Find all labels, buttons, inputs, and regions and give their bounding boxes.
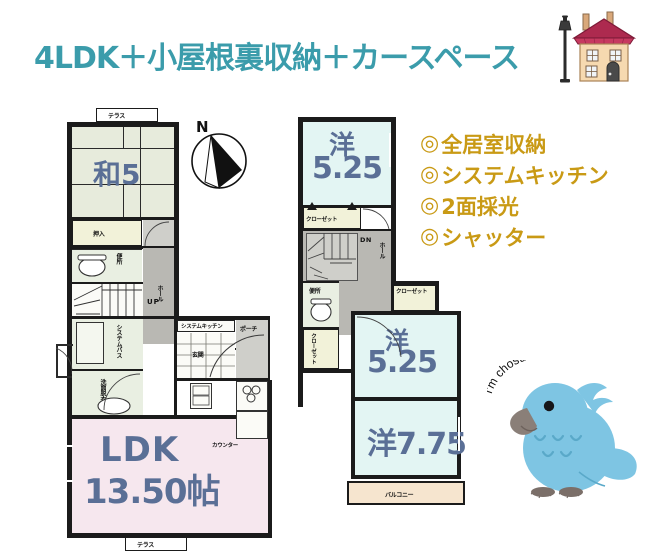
feature-label: 全居室収納 (441, 132, 547, 157)
door-swing-icon (362, 208, 390, 230)
room-label: クローゼット (306, 217, 338, 223)
kitchen-counter-unit (236, 381, 268, 411)
mascot-name-text: i'm chosuke (487, 360, 540, 395)
compass-north-label: N (196, 118, 209, 136)
room-western-mid (355, 315, 457, 397)
feature-label: シャッター (441, 225, 547, 250)
mascot-bird (510, 383, 637, 499)
room-hall-1f (143, 248, 174, 344)
tile-pattern-icon (177, 333, 235, 378)
feature-item: ◎ システムキッチン (420, 159, 650, 190)
floor-plan-1f: テラス 和5 押入 便所 ホール UP (40, 100, 272, 551)
room-terrace-top (96, 108, 158, 122)
stair-steps-icon (307, 233, 356, 280)
feature-list: ◎ 全居室収納 ◎ システムキッチン ◎ 2面採光 ◎ シャッター (420, 128, 650, 252)
feature-label: 2面採光 (441, 194, 519, 219)
double-circle-icon: ◎ (420, 223, 440, 249)
toilet-icon (77, 254, 107, 277)
door-swing-icon (356, 316, 402, 358)
room-western-bottom (355, 401, 457, 475)
room-closet-left (303, 329, 339, 369)
stove-burner-icon (242, 385, 261, 403)
room-ldk (72, 419, 268, 533)
room-closet-top (303, 207, 361, 229)
double-circle-icon: ◎ (420, 161, 440, 187)
svg-text:i'm chosuke: i'm chosuke (487, 360, 540, 395)
double-circle-icon: ◎ (420, 192, 440, 218)
room-system-kitchen (177, 320, 235, 332)
room-label: 玄関 (192, 352, 204, 359)
toilet-icon (310, 298, 332, 322)
feature-item: ◎ 2面採光 (420, 190, 650, 221)
door-swing-icon (209, 334, 265, 378)
staircase-1f (72, 284, 143, 316)
room-label: バルコニー (385, 492, 414, 499)
room-balcony (347, 481, 465, 505)
feature-item: ◎ 全居室収納 (420, 128, 650, 159)
door-swing-icon (144, 221, 170, 247)
appliance-detail-icon (192, 385, 210, 406)
room-label-washitsu: 和5 (93, 158, 141, 191)
room-label-western-bottom: 洋7.75 (367, 427, 467, 462)
double-circle-icon: ◎ (420, 130, 440, 156)
room-label: 押入 (93, 231, 105, 238)
room-label: ホール (156, 285, 163, 303)
room-label: カウンター (212, 443, 239, 449)
room-label: テラス (137, 542, 154, 549)
room-size-western-mid: 5.25 (367, 345, 438, 380)
room-label: クローゼット (396, 289, 428, 295)
compass: N (190, 118, 252, 190)
room-oshiire (72, 220, 142, 246)
feature-label: システムキッチン (441, 163, 609, 188)
floor-plan-2f: 洋 5.25 クローゼット DN ホール 便所 クローゼット クロー (285, 105, 470, 515)
door-swing-icon (55, 347, 73, 375)
stair-direction-label: UP (147, 298, 160, 306)
kitchen-sink-unit (236, 411, 268, 439)
room-porch (236, 320, 268, 378)
page-title: 4LDK＋小屋根裏収納＋カースペース (34, 41, 520, 76)
room-label: 便所 (309, 288, 321, 295)
room-label: テラス (108, 113, 125, 120)
room-size-western-top: 5.25 (312, 151, 383, 186)
room-label: 便所 (115, 253, 122, 265)
room-label-western-top: 洋 (329, 131, 356, 161)
room-label: システムキッチン (181, 324, 223, 330)
feature-item: ◎ シャッター (420, 221, 650, 252)
room-label: ホール (378, 242, 385, 260)
room-label: 洗面脱衣室 (99, 379, 106, 408)
street-lamp-icon (558, 15, 572, 83)
stair-steps-icon (73, 284, 142, 316)
compass-rose-icon (191, 133, 247, 189)
header: 4LDK＋小屋根裏収納＋カースペース (0, 0, 652, 100)
room-label-ldk: LDK (100, 430, 180, 470)
room-label: ポーチ (240, 326, 258, 333)
house-icon (571, 11, 637, 82)
sink-icon (97, 397, 131, 415)
room-western-top (303, 122, 391, 205)
door-swing-icon (103, 373, 141, 411)
stair-direction-label: DN (360, 236, 372, 244)
room-size-ldk: 13.50帖 (84, 472, 221, 512)
closet-marker-icon (307, 202, 357, 210)
room-label: クローゼット (310, 333, 316, 365)
bathtub-icon (76, 322, 104, 364)
room-label: システムバス (115, 324, 122, 359)
